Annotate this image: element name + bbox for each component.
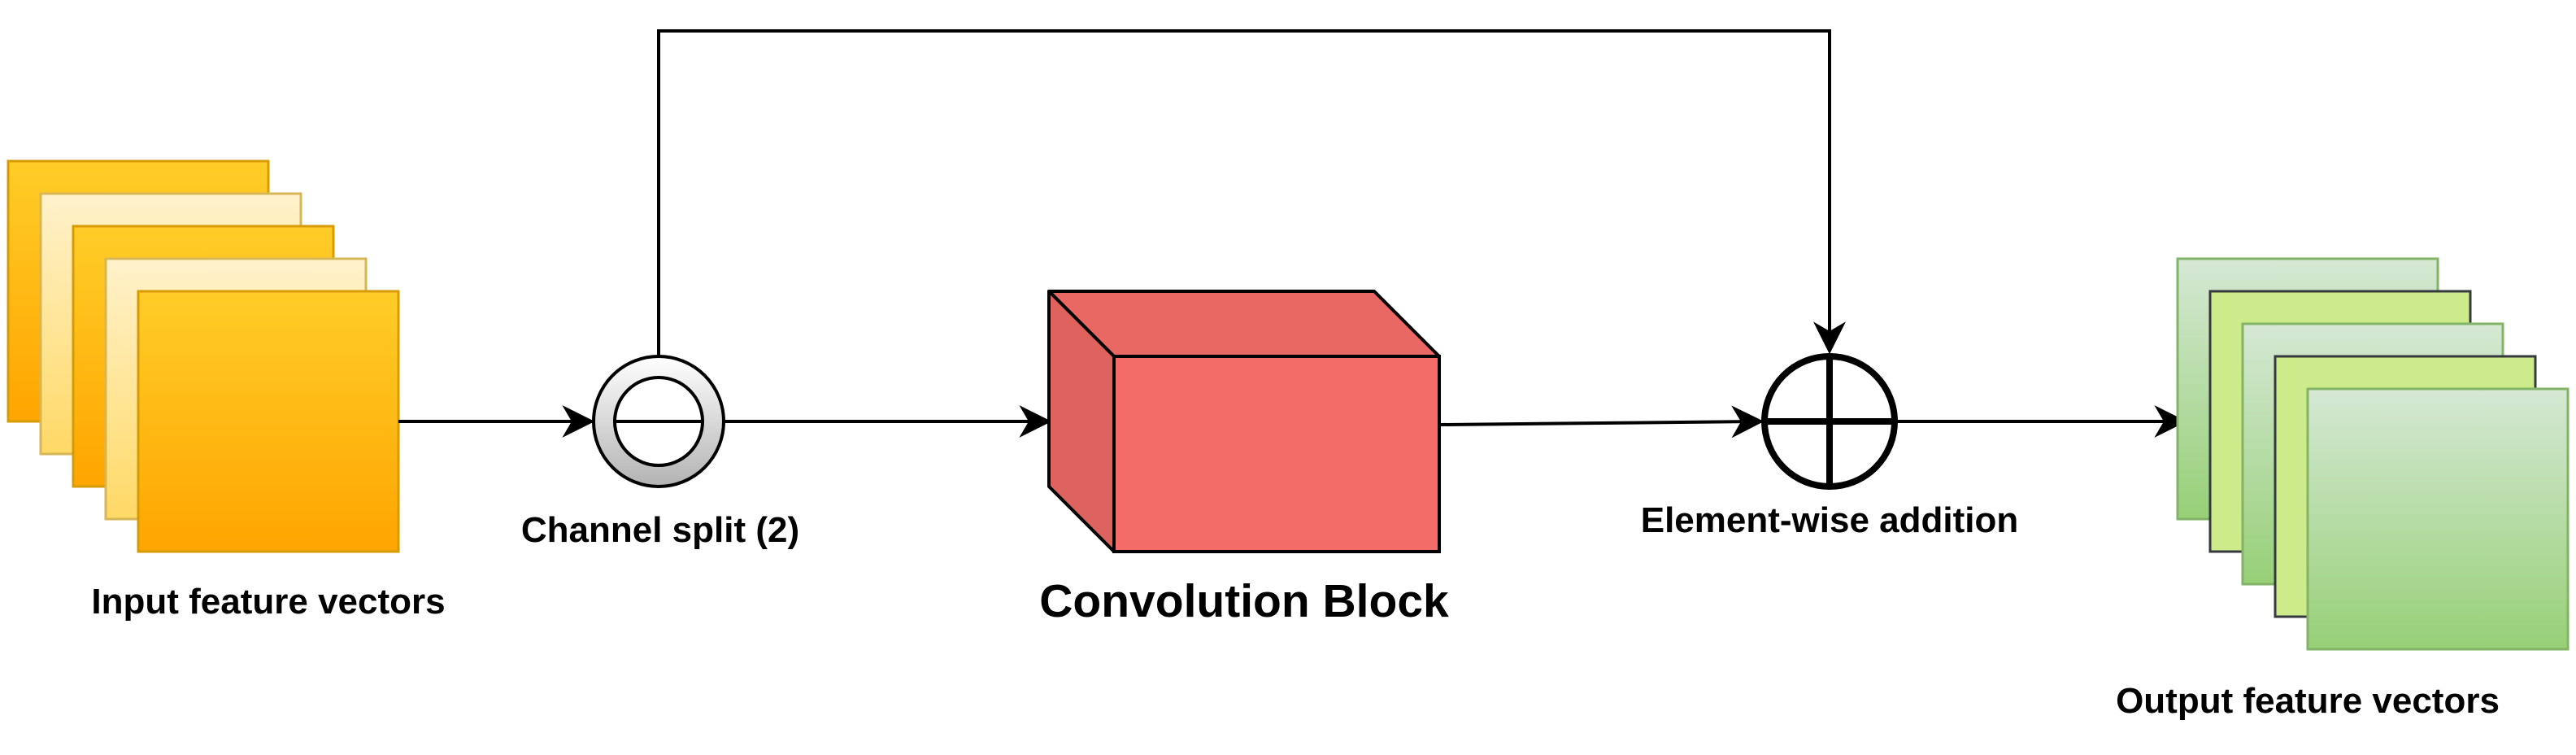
input-map-5 — [137, 290, 400, 553]
input-label: Input feature vectors — [91, 582, 445, 622]
conv-block-top — [1047, 290, 1441, 358]
output-feature-stack — [2176, 257, 2569, 651]
channel-split-label: Channel split (2) — [521, 510, 799, 550]
connectors — [398, 29, 2187, 439]
element-wise-add-node — [1761, 353, 1898, 490]
skip-connection-arrow — [657, 29, 1846, 356]
output-label: Output feature vectors — [2116, 681, 2500, 721]
arrow-conv-to-add — [1440, 405, 1764, 439]
input-feature-stack — [7, 159, 400, 553]
convolution-block-label: Convolution Block — [1039, 575, 1449, 627]
output-map-5 — [2306, 387, 2569, 651]
element-wise-addition-label: Element-wise addition — [1641, 500, 2019, 540]
conv-block-front — [1112, 355, 1441, 553]
channel-split-node — [592, 355, 725, 488]
convolution-block — [1047, 290, 1441, 553]
channel-split-icon — [612, 376, 705, 467]
